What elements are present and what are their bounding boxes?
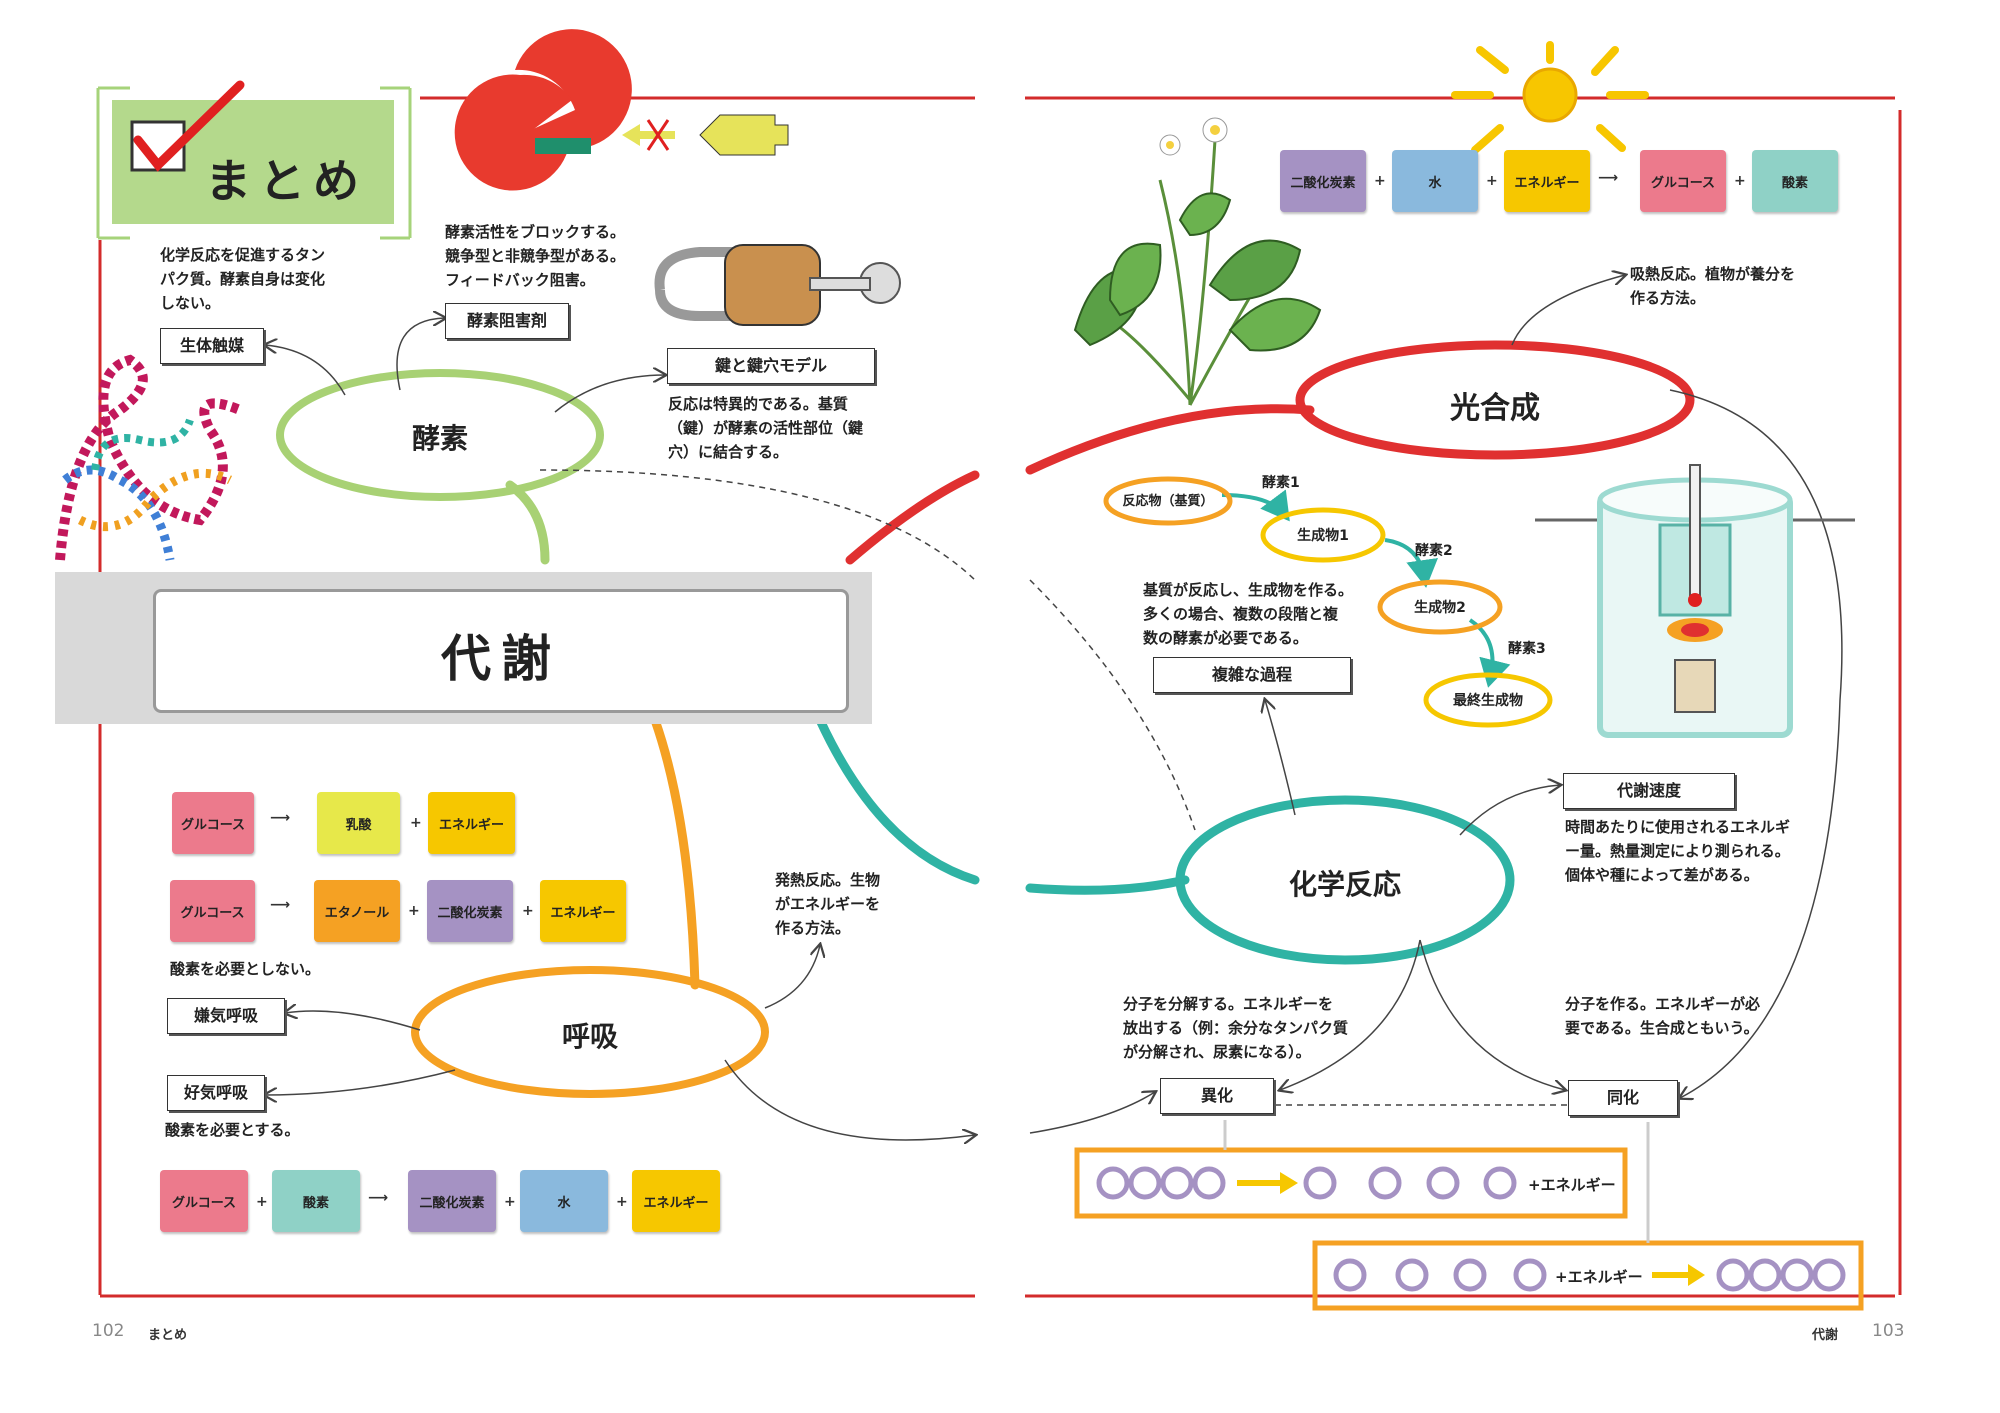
note-lock-key: 反応は特異的である。基質 （鍵）が酵素の活性部位（鍵 穴）に結合する。 [668, 395, 864, 461]
catabolism-energy-label: +エネルギー [1528, 1176, 1616, 1194]
chip-ethanol: エタノール [314, 880, 400, 942]
page-label-right: 代謝 [1812, 1328, 1839, 1343]
note-biocatalyst: 化学反応を促進するタン パク質。酵素自身は変化 しない。 [160, 246, 326, 312]
center-title-box: 代謝 [153, 589, 849, 713]
catabolism-strip [1074, 1147, 1628, 1219]
chip-lactic-acid: 乳酸 [317, 792, 400, 854]
check-badge-icon [96, 80, 412, 240]
label-metabolic-rate: 代謝速度 [1563, 773, 1735, 809]
hub-respiration: 呼吸 [561, 1020, 618, 1053]
thin-arrows [265, 275, 1843, 1140]
lock-and-key-icon [654, 244, 901, 326]
beads [1096, 1166, 1846, 1292]
red-connector-right [1025, 404, 1315, 475]
chip-oxygen: 酸素 [272, 1170, 360, 1232]
dashed-link [539, 469, 976, 581]
chip-energy: エネルギー [1504, 150, 1590, 212]
chip-glucose: グルコース [172, 792, 254, 854]
plant-icon [1073, 117, 1322, 406]
sun-icon [1451, 41, 1649, 154]
respiration-loop [411, 966, 769, 1098]
pathway-enzyme3: 酵素3 [1508, 641, 1546, 657]
chip-co2: 二酸化炭素 [408, 1170, 496, 1232]
label-anabolism: 同化 [1568, 1080, 1678, 1116]
enzyme-pacman-icon [454, 29, 789, 191]
chip-oxygen: 酸素 [1752, 150, 1838, 212]
hub-photosynthesis: 光合成 [1450, 391, 1540, 426]
chip-glucose: グルコース [160, 1170, 248, 1232]
note-respiration: 発熱反応。生物 がエネルギーを 作る方法。 [775, 871, 881, 937]
label-aerobic: 好気呼吸 [167, 1075, 265, 1111]
teal-connector-right [1025, 875, 1190, 895]
bead-arrows [1237, 1172, 1705, 1286]
page-number-right: 103 [1872, 1321, 1905, 1341]
pathway-product2: 生成物2 [1414, 600, 1466, 616]
label-biocatalyst: 生体触媒 [160, 328, 264, 364]
label-enzyme-inhibitor: 酵素阻害剤 [445, 303, 569, 339]
label-catabolism: 異化 [1160, 1078, 1274, 1114]
teal-connector-left [815, 715, 980, 885]
note-anaerobic: 酸素を必要としない。 [170, 960, 321, 978]
center-title-banner: 代謝 [55, 572, 872, 724]
anabolism-energy-label: +エネルギー [1555, 1268, 1643, 1286]
orange-connector [650, 715, 700, 990]
red-connector-left [845, 470, 980, 565]
chip-co2: 二酸化炭素 [1280, 150, 1366, 212]
label-anaerobic: 嫌気呼吸 [167, 998, 285, 1034]
pathway-enzyme2: 酵素2 [1415, 543, 1453, 559]
pathway-final: 最終生成物 [1453, 693, 1523, 709]
page-label-left: まとめ [148, 1328, 188, 1343]
pathway-enzyme1: 酵素1 [1262, 475, 1300, 491]
anabolism-strip [1312, 1240, 1864, 1311]
chip-glucose: グルコース [1640, 150, 1726, 212]
chip-energy: エネルギー [632, 1170, 720, 1232]
pathway-ovals [1103, 476, 1553, 728]
note-photosynthesis: 吸熱反応。植物が養分を 作る方法。 [1630, 265, 1796, 307]
center-title: 代謝 [441, 630, 561, 688]
calorimeter-icon [1535, 464, 1855, 738]
chemical-reaction-loop [1175, 795, 1515, 965]
hub-chemical-reaction: 化学反応 [1288, 868, 1401, 901]
dashed-link-right [1029, 579, 1196, 831]
summary-heading: まとめ [205, 154, 367, 208]
page-number-left: 102 [92, 1321, 125, 1341]
note-metabolic-rate: 時間あたりに使用されるエネルギ ー量。熱量測定により測られる。 個体や種によって… [1565, 818, 1791, 884]
label-lock-and-key: 鍵と鍵穴モデル [667, 348, 875, 384]
chip-energy: エネルギー [428, 792, 515, 854]
note-catabolism: 分子を分解する。エネルギーを 放出する（例：余分なタンパク質 が分解され、尿素に… [1123, 995, 1349, 1061]
enzyme-loop [276, 369, 604, 501]
hub-enzyme: 酵素 [411, 422, 468, 455]
note-aerobic: 酸素を必要とする。 [165, 1121, 300, 1139]
pathway-substrate: 反応物（基質） [1122, 494, 1214, 509]
protein-chain-icon [55, 354, 242, 561]
photosynthesis-loop [1295, 340, 1695, 460]
chip-energy: エネルギー [540, 880, 626, 942]
chip-water: 水 [520, 1170, 608, 1232]
green-connector [505, 480, 550, 565]
label-complex-process: 複雑な過程 [1153, 657, 1351, 693]
note-anabolism: 分子を作る。エネルギーが必 要である。生合成ともいう。 [1565, 995, 1761, 1037]
chip-water: 水 [1392, 150, 1478, 212]
pathway-product1: 生成物1 [1297, 528, 1349, 544]
chip-glucose: グルコース [170, 880, 255, 942]
note-inhibitor: 酵素活性をブロックする。 競争型と非競争型がある。 フィードバック阻害。 [445, 223, 626, 289]
chip-co2: 二酸化炭素 [427, 880, 513, 942]
note-complex-process: 基質が反応し、生成物を作る。 多くの場合、複数の段階と複 数の酵素が必要である。 [1143, 581, 1354, 647]
